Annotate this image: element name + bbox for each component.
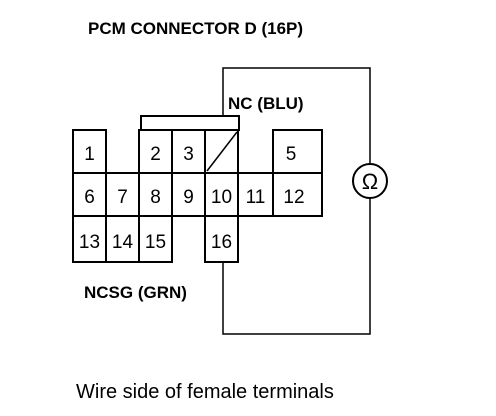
terminal-cavity-12 xyxy=(272,172,323,217)
terminal-cavity-16 xyxy=(204,215,239,263)
terminal-cavity-1 xyxy=(72,129,107,174)
diagram-title: PCM CONNECTOR D (16P) xyxy=(88,19,303,38)
terminal-number: 8 xyxy=(150,187,161,208)
terminal-cavity-6 xyxy=(72,172,107,217)
terminal-number: 15 xyxy=(145,232,166,253)
meter-wire-bottom xyxy=(222,198,371,335)
meter-wire-top xyxy=(222,67,371,164)
terminal-number: 2 xyxy=(150,144,161,165)
nc-wire-label: NC (BLU) xyxy=(228,94,304,113)
terminal-number: 14 xyxy=(112,232,134,253)
diagram-caption: Wire side of female terminals xyxy=(76,381,334,403)
terminal-number: 16 xyxy=(211,232,232,253)
terminal-cavity-3 xyxy=(171,129,206,174)
terminal-number: 5 xyxy=(286,144,297,165)
ohm-icon: Ω xyxy=(362,169,378,194)
terminal-number: 12 xyxy=(283,187,304,208)
ohmmeter-symbol xyxy=(352,163,388,199)
terminal-cavity-8 xyxy=(138,172,173,217)
terminal-number: 13 xyxy=(79,232,100,253)
terminal-cavity-15 xyxy=(138,215,173,263)
terminal-number: 3 xyxy=(183,144,194,165)
terminal-number: 9 xyxy=(183,187,194,208)
terminal-number: 11 xyxy=(246,187,266,208)
ncsg-wire-label: NCSG (GRN) xyxy=(84,283,187,302)
terminal-number: 6 xyxy=(84,187,95,208)
terminal-number: 1 xyxy=(84,144,95,165)
terminal-number: 10 xyxy=(211,187,232,208)
connector-latch xyxy=(140,115,240,131)
terminal-cavity-5 xyxy=(272,129,323,174)
terminal-number: 7 xyxy=(117,187,128,208)
blocked-cavity-slash xyxy=(206,131,238,172)
